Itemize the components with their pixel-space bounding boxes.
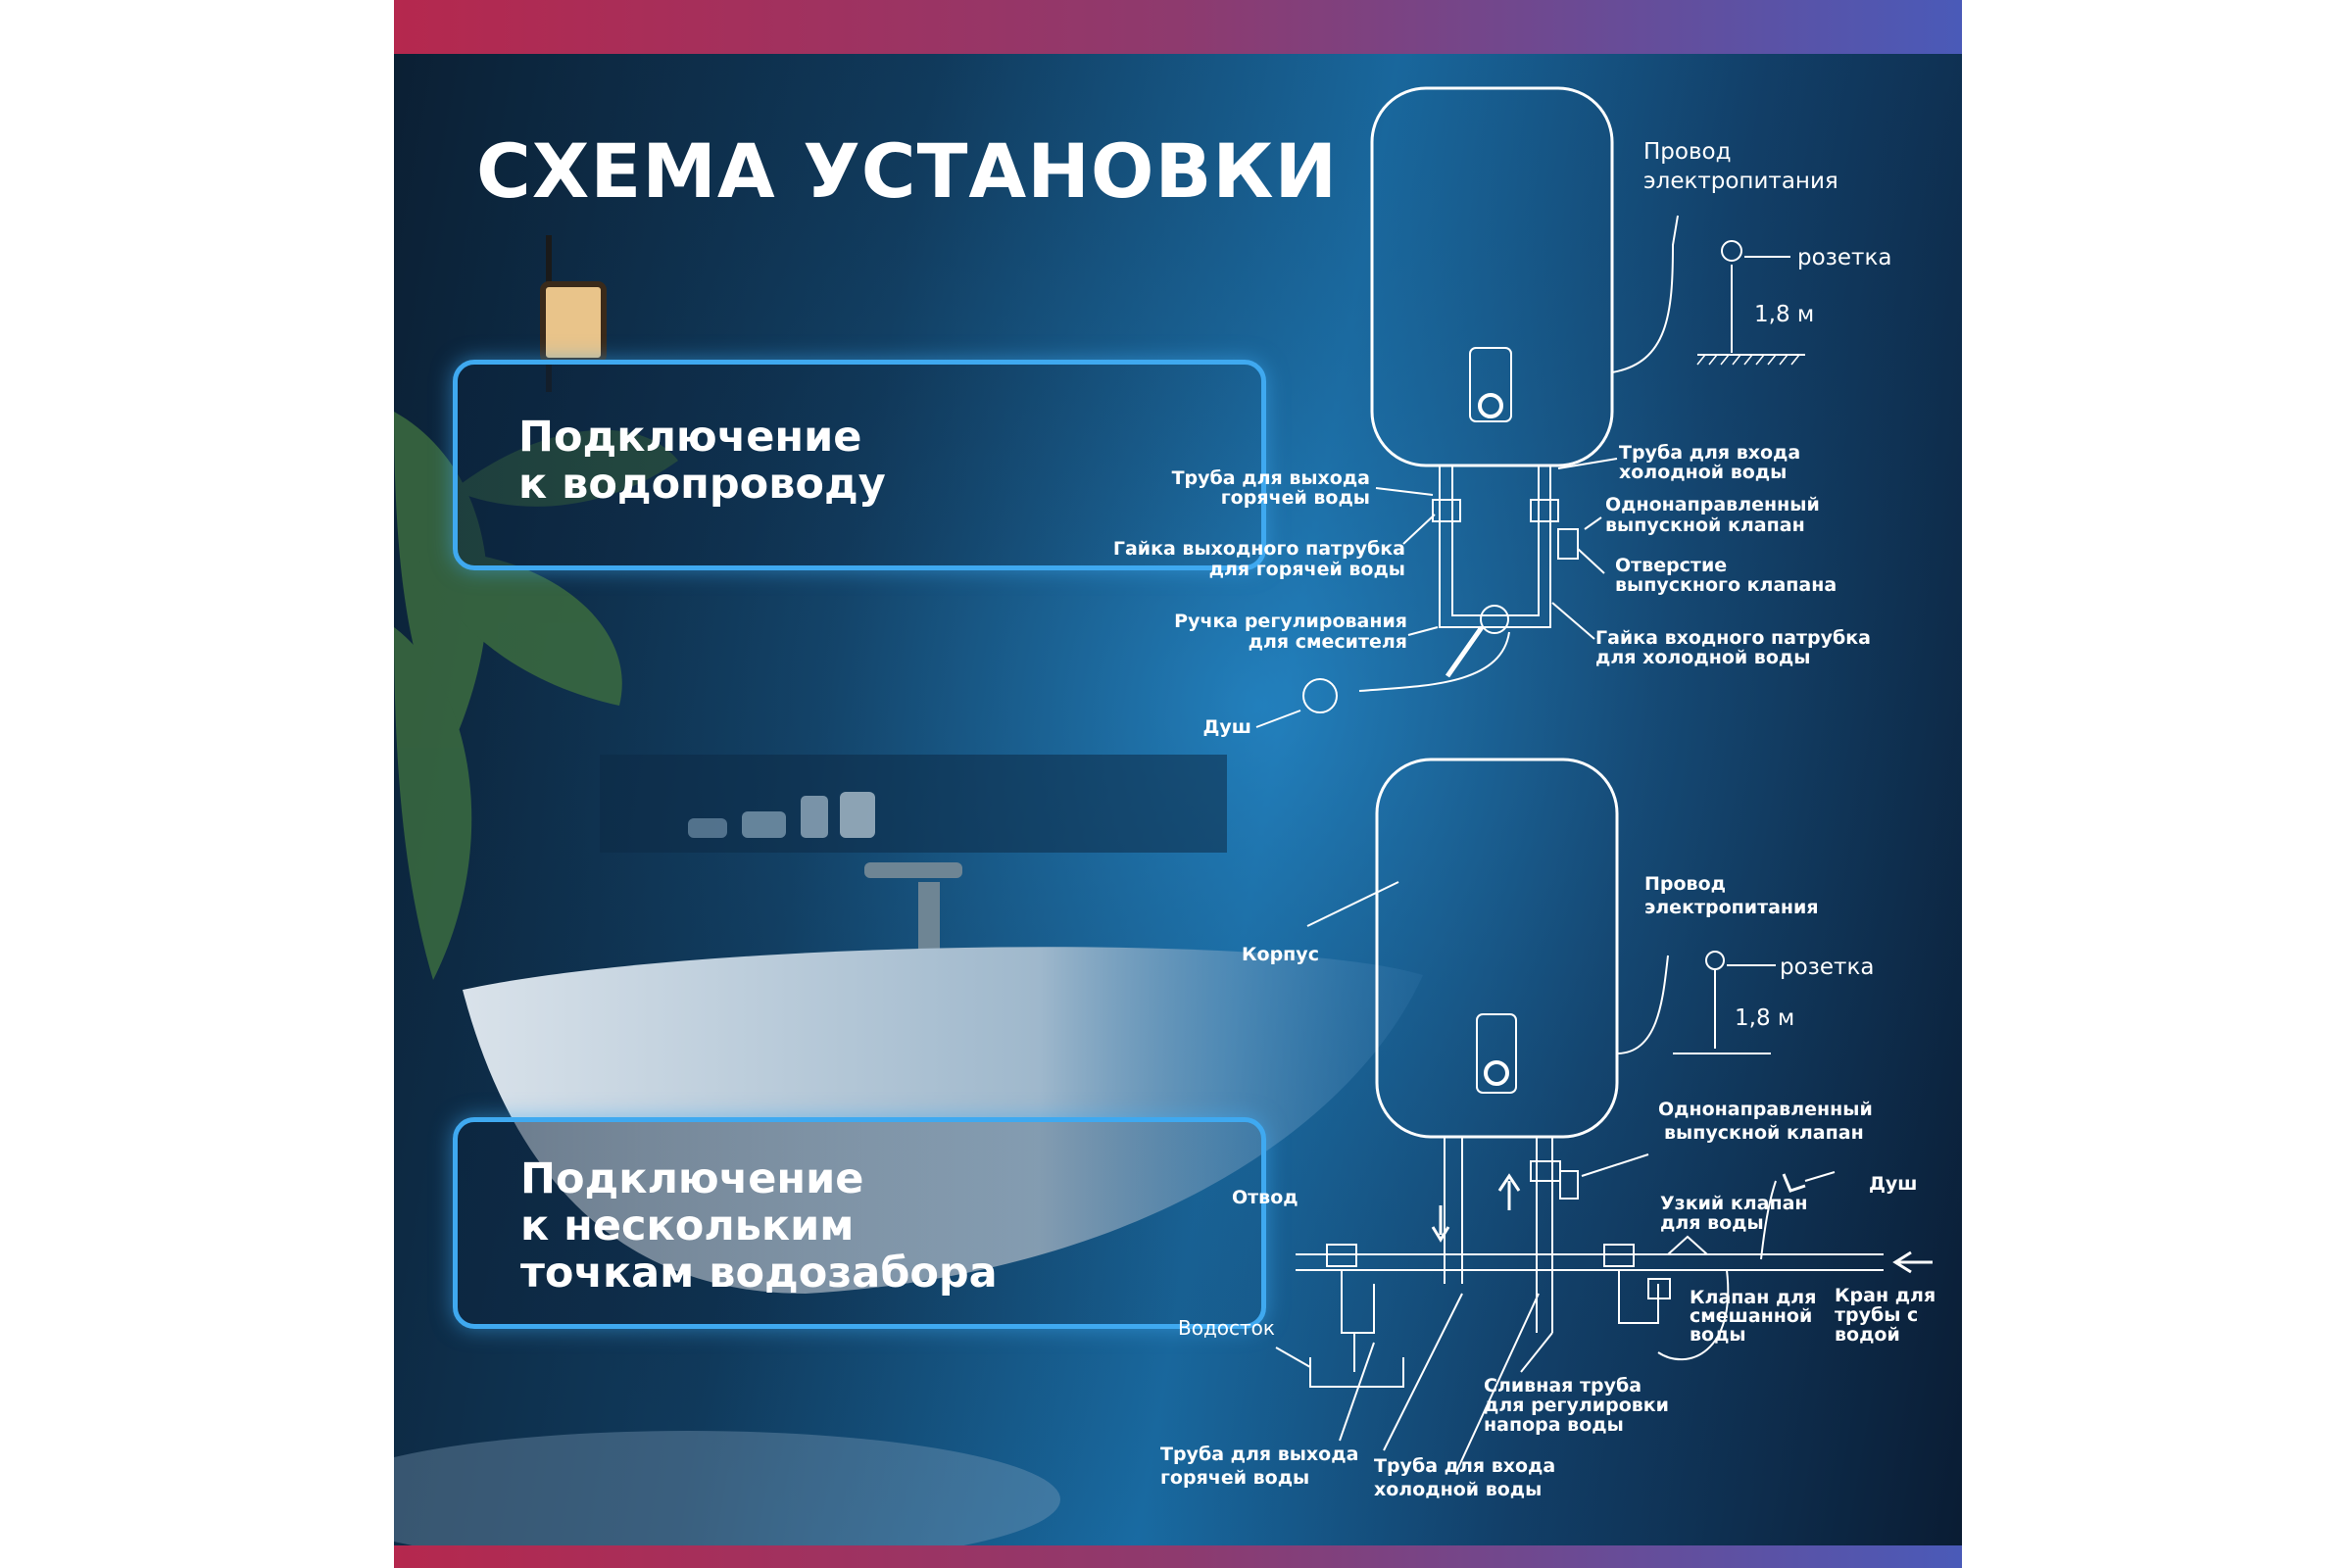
label-tap-1: Кран для (1835, 1285, 1936, 1306)
hot-nut-top (1432, 499, 1461, 522)
heater-bottom (1375, 758, 1619, 1139)
rug (394, 1431, 1060, 1568)
check-valve-top (1530, 499, 1559, 522)
hot-outlet-bottom (1444, 1137, 1463, 1284)
callout-multi-point-line1: Подключение (520, 1154, 864, 1203)
cold-inlet-bottom (1536, 1137, 1553, 1333)
pipes-top (1439, 466, 1551, 628)
callout-multi-point-line2: к нескольким (520, 1201, 855, 1250)
label-mixed-valve-1: Клапан для (1690, 1287, 1816, 1308)
label-valve-hole-top-2: выпускного клапана (1615, 574, 1837, 596)
label-drain-pipe-1: Сливная труба (1484, 1375, 1642, 1396)
thermostat-knob-bottom-icon (1484, 1060, 1509, 1086)
label-cold-pipe-top-2: холодной воды (1619, 462, 1787, 483)
label-cold-nut-top-2: для холодной воды (1595, 647, 1810, 668)
callout-multi-point: Подключение к нескольким точкам водозабо… (453, 1117, 1266, 1329)
label-mixer-handle-top-1: Ручка регулирования (1174, 611, 1407, 632)
top-gradient-bar (394, 0, 1962, 54)
label-check-valve-top-2: выпускной клапан (1605, 514, 1805, 536)
label-hot-nut-top-1: Гайка выходного патрубка (1113, 538, 1405, 560)
thermostat-knob-top-icon (1478, 393, 1503, 418)
label-mixed-valve-3: воды (1690, 1324, 1746, 1346)
hot-flow-arrow (1431, 1205, 1450, 1243)
shower-head-bottom-icon (1782, 1173, 1806, 1193)
mixed-valve (1647, 1278, 1671, 1299)
label-power-cable-top-1: Провод (1643, 139, 1732, 165)
label-check-valve-bottom-1: Однонаправленный (1658, 1099, 1873, 1120)
label-mixed-valve-2: смешанной (1690, 1305, 1812, 1327)
wall-lamp (543, 284, 604, 361)
label-tap-3: водой (1835, 1324, 1900, 1346)
label-check-valve-top-1: Однонаправленный (1605, 494, 1820, 515)
heater-top (1370, 86, 1614, 467)
label-hot-pipe-bottom-1: Труба для выхода (1160, 1444, 1358, 1465)
callout-water-supply-line2: к водопроводу (518, 460, 886, 509)
label-cold-nut-top-1: Гайка входного патрубка (1595, 627, 1871, 649)
mixer-top-icon (1480, 605, 1509, 634)
label-body: Корпус (1242, 944, 1319, 965)
mixer-handle-top (1445, 625, 1485, 678)
label-power-cable-bottom-1: Провод (1644, 873, 1726, 895)
control-panel-bottom (1476, 1013, 1517, 1094)
label-shower-top: Душ (1203, 716, 1252, 738)
bottom-gradient-bar (394, 1545, 1962, 1568)
hose-bottom (1657, 1269, 1730, 1361)
label-tap-2: трубы с (1835, 1304, 1918, 1326)
label-height-top: 1,8 м (1754, 302, 1814, 327)
label-valve-hole-top-1: Отверстие (1615, 555, 1727, 576)
label-hot-pipe-top-1: Труба для выхода (1172, 467, 1370, 489)
branch-pipe (1341, 1270, 1375, 1334)
label-cold-pipe-bottom-1: Труба для входа (1374, 1455, 1555, 1477)
shower-hose-top (1358, 631, 1510, 692)
label-narrow-valve-1: Узкий клапан (1660, 1193, 1808, 1214)
installation-diagram: Провод электропитания розетка 1,8 м Труб… (1113, 86, 1936, 1500)
label-hot-pipe-bottom-2: горячей воды (1160, 1467, 1309, 1489)
label-check-valve-bottom-2: выпускной клапан (1664, 1122, 1864, 1144)
callout-water-supply-line1: Подключение (518, 413, 862, 462)
label-branch: Отвод (1232, 1187, 1298, 1208)
label-hot-nut-top-2: для горячей воды (1209, 559, 1405, 580)
label-narrow-valve-2: для воды (1660, 1212, 1764, 1234)
socket-top-icon (1721, 240, 1742, 262)
supply-flow-arrow (1892, 1250, 1933, 1274)
label-drain-pipe-3: напора воды (1484, 1414, 1624, 1436)
label-socket-bottom: розетка (1780, 955, 1874, 980)
label-power-cable-top-2: электропитания (1643, 169, 1838, 194)
control-panel-top (1469, 347, 1512, 422)
infographic-panel: СХЕМА УСТАНОВКИ Подключение к водопровод… (394, 0, 1962, 1568)
cold-flow-arrow (1497, 1173, 1521, 1210)
callout-water-supply: Подключение к водопроводу (453, 360, 1266, 570)
label-cold-pipe-bottom-2: холодной воды (1374, 1479, 1542, 1500)
power-cable-bottom (1616, 955, 1669, 1054)
check-valve-bottom (1530, 1160, 1561, 1182)
label-drain-pipe-2: для регулировки (1484, 1395, 1669, 1416)
label-shower-bottom: Душ (1869, 1173, 1918, 1195)
page-title: СХЕМА УСТАНОВКИ (476, 127, 1339, 215)
narrow-valve (1603, 1244, 1635, 1267)
label-cold-pipe-top-1: Труба для входа (1619, 442, 1800, 464)
power-cable-top (1611, 215, 1679, 373)
label-hot-pipe-top-2: горячей воды (1221, 487, 1370, 509)
label-mixer-handle-top-2: для смесителя (1249, 631, 1407, 653)
branch-fitting (1326, 1244, 1357, 1267)
label-drain: Водосток (1178, 1316, 1275, 1340)
label-height-bottom: 1,8 м (1735, 1005, 1794, 1031)
label-power-cable-bottom-2: электропитания (1644, 897, 1819, 918)
mixed-valve-pipe (1618, 1270, 1659, 1324)
label-socket-top: розетка (1797, 245, 1891, 270)
socket-bottom-icon (1705, 951, 1725, 970)
shower-head-top-icon (1302, 678, 1338, 713)
drain-tray (1309, 1357, 1404, 1388)
callout-multi-point-line3: точкам водозабора (520, 1249, 998, 1298)
